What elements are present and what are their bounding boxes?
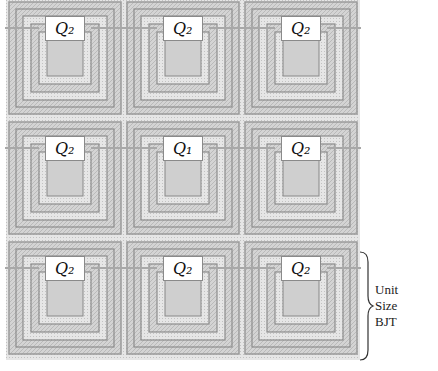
layout-ring	[245, 122, 357, 234]
metal-wire	[123, 267, 157, 269]
metal-wire	[327, 147, 361, 149]
layout-ring	[134, 129, 232, 227]
metal-wire	[241, 27, 275, 29]
layout-ring	[245, 242, 357, 354]
metal-wire	[241, 267, 275, 269]
transistor-label: Q₂	[45, 256, 85, 281]
metal-wire	[5, 27, 39, 29]
transistor-label: Q₂	[281, 16, 321, 41]
layout-ring	[165, 40, 201, 76]
transistor-label: Q₂	[281, 136, 321, 161]
layout-ring	[165, 280, 201, 316]
layout-ring	[47, 40, 83, 76]
layout-ring	[252, 129, 350, 227]
layout-ring	[127, 242, 239, 354]
layout-ring	[165, 160, 201, 196]
layout-ring	[9, 242, 121, 354]
layout-ring	[16, 249, 114, 347]
transistor-name: Q₂	[55, 259, 75, 278]
layout-ring	[252, 249, 350, 347]
bracket	[360, 252, 373, 360]
metal-wire	[91, 147, 125, 149]
transistor-name: Q₂	[55, 139, 75, 158]
metal-wire	[209, 267, 243, 269]
metal-wire	[123, 27, 157, 29]
layout-ring	[252, 9, 350, 107]
layout-ring	[16, 9, 114, 107]
metal-wire	[5, 267, 39, 269]
metal-wire	[209, 27, 243, 29]
annotation: Unit Size BJT	[375, 282, 415, 330]
transistor-label: Q₂	[163, 16, 203, 41]
layout-ring	[245, 2, 357, 114]
transistor-name: Q₁	[173, 139, 193, 158]
transistor-name: Q₂	[291, 259, 311, 278]
layout-ring	[283, 40, 319, 76]
metal-wire	[327, 27, 361, 29]
metal-wire	[241, 147, 275, 149]
layout-ring	[47, 280, 83, 316]
transistor-name: Q₂	[173, 19, 193, 38]
layout-ring	[134, 249, 232, 347]
layout-ring	[47, 160, 83, 196]
layout-ring	[9, 2, 121, 114]
metal-wire	[123, 147, 157, 149]
transistor-name: Q₂	[291, 19, 311, 38]
layout-ring	[127, 2, 239, 114]
metal-wire	[327, 267, 361, 269]
annotation-text: Unit Size BJT	[375, 282, 415, 330]
transistor-name: Q₂	[55, 19, 75, 38]
layout-ring	[134, 9, 232, 107]
layout-ring	[283, 280, 319, 316]
transistor-name: Q₂	[291, 139, 311, 158]
transistor-label: Q₂	[45, 16, 85, 41]
metal-wire	[5, 147, 39, 149]
metal-wire	[209, 147, 243, 149]
transistor-label: Q₂	[45, 136, 85, 161]
transistor-label: Q₂	[163, 256, 203, 281]
layout-ring	[283, 160, 319, 196]
transistor-label: Q₁	[163, 136, 203, 161]
layout-ring	[127, 122, 239, 234]
metal-wire	[91, 27, 125, 29]
transistor-label: Q₂	[281, 256, 321, 281]
transistor-name: Q₂	[173, 259, 193, 278]
layout-ring	[16, 129, 114, 227]
layout-ring	[9, 122, 121, 234]
metal-wire	[91, 267, 125, 269]
